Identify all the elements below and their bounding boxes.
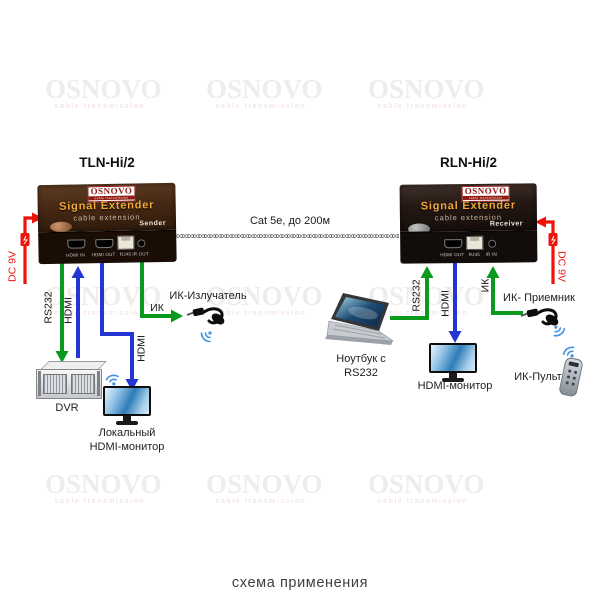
rj45-port-icon — [117, 235, 135, 250]
ir-in-arrow — [486, 266, 523, 315]
ir-label-left: ИК — [150, 302, 164, 314]
dvr-label: DVR — [55, 402, 79, 414]
dvr-rack-ear — [38, 371, 41, 396]
hdmi-out-port-icon — [95, 238, 114, 249]
hdmi-receiver-arrow — [448, 262, 462, 343]
laptop-label: Ноутбук с RS232 — [336, 353, 386, 379]
wireless-signal-icon — [562, 346, 575, 358]
local-monitor-label: Локальный HDMI-монитор — [89, 427, 165, 453]
port-label: IR IN — [485, 251, 497, 257]
receiver-top-panel: OSNOVO cable transmission Signal Extende… — [399, 183, 538, 235]
monitor-screen — [105, 388, 149, 414]
rj45-port-icon — [466, 235, 484, 251]
emblem-icon — [49, 221, 73, 232]
diagram-caption: схема применения — [231, 575, 369, 591]
laptop-icon — [325, 293, 395, 345]
hdmi-in-arrow — [71, 266, 85, 358]
dvr-grille — [71, 374, 95, 394]
monitor-base — [116, 421, 138, 425]
ir-receiver-label: ИК- Приемник — [503, 292, 575, 304]
hdmi-in-port-icon — [67, 239, 86, 249]
hdmi-in-label: HDMI — [62, 297, 75, 324]
twisted-pair-cable: ∞∞∞∞∞∞∞∞∞∞∞∞∞∞∞∞∞∞∞∞∞∞∞∞∞∞∞∞∞∞∞∞∞∞∞∞∞∞∞∞… — [176, 231, 399, 242]
power-label-left: DC 9V — [6, 251, 19, 282]
ir-in-port-icon — [488, 239, 497, 248]
hdmi-local-monitor-arrow — [100, 262, 139, 391]
monitor-base — [442, 378, 464, 382]
hdmi-monitor-icon — [429, 343, 477, 382]
hdmi-monitor-label: HDMI-монитор — [417, 380, 493, 392]
remote-sensor — [568, 361, 580, 368]
ir-receiver-icon — [520, 308, 559, 326]
sender-model-title: TLN-Hi/2 — [79, 155, 135, 170]
sender-device: OSNOVO cable transmission Signal Extende… — [37, 182, 177, 265]
hdmi-label-right: HDMI — [439, 290, 452, 317]
local-monitor-icon — [103, 386, 151, 425]
ir-emitter-label: ИК-Излучатель — [169, 290, 247, 302]
product-name: Signal Extender — [420, 199, 516, 213]
rs232-label-left: RS232 — [42, 291, 55, 324]
receiver-front-panel: HDMI OUT RJ45 IR IN — [400, 230, 538, 264]
cable-length-label: Cat 5e, до 200м — [249, 215, 331, 227]
sender-role-label: Sender — [139, 219, 167, 228]
hdmi-out-port-icon — [444, 239, 463, 249]
product-name: Signal Extender — [59, 199, 155, 213]
monitor-neck — [449, 373, 457, 378]
wireless-signal-icon — [553, 325, 566, 337]
receiver-model-title: RLN-Hi/2 — [440, 155, 497, 170]
rs232-label-right: RS232 — [410, 279, 423, 312]
sender-front-panel: HDMI IN HDMI OUT RJ45 IR OUT — [38, 229, 177, 265]
dvr-grille — [43, 374, 67, 394]
port-label: IR OUT — [132, 251, 149, 257]
hdmi-local-label: HDMI — [135, 335, 148, 362]
ir-out-arrow — [140, 262, 183, 323]
monitor-screen — [431, 345, 475, 371]
power-receiver-arrow — [535, 216, 558, 284]
dvr-front-face — [36, 369, 102, 399]
receiver-role-label: Receiver — [489, 220, 524, 228]
wireless-signal-icon — [105, 374, 119, 386]
dvr-icon — [36, 360, 107, 406]
monitor-neck — [123, 416, 131, 421]
wireless-signal-icon — [200, 331, 212, 343]
ir-out-port-icon — [137, 239, 146, 248]
port-label: HDMI IN — [66, 252, 85, 258]
sender-top-panel: OSNOVO cable transmission Signal Extende… — [37, 182, 177, 233]
power-label-right: DC 9V — [555, 251, 568, 282]
ir-remote-label: ИК-Пульт — [514, 371, 562, 383]
rs232-receiver-arrow — [390, 266, 434, 320]
receiver-device: OSNOVO cable transmission Signal Extende… — [399, 183, 538, 264]
ir-emitter-icon — [186, 307, 225, 325]
rs232-sender-arrow — [55, 263, 69, 363]
dvr-rack-ear — [97, 371, 100, 396]
